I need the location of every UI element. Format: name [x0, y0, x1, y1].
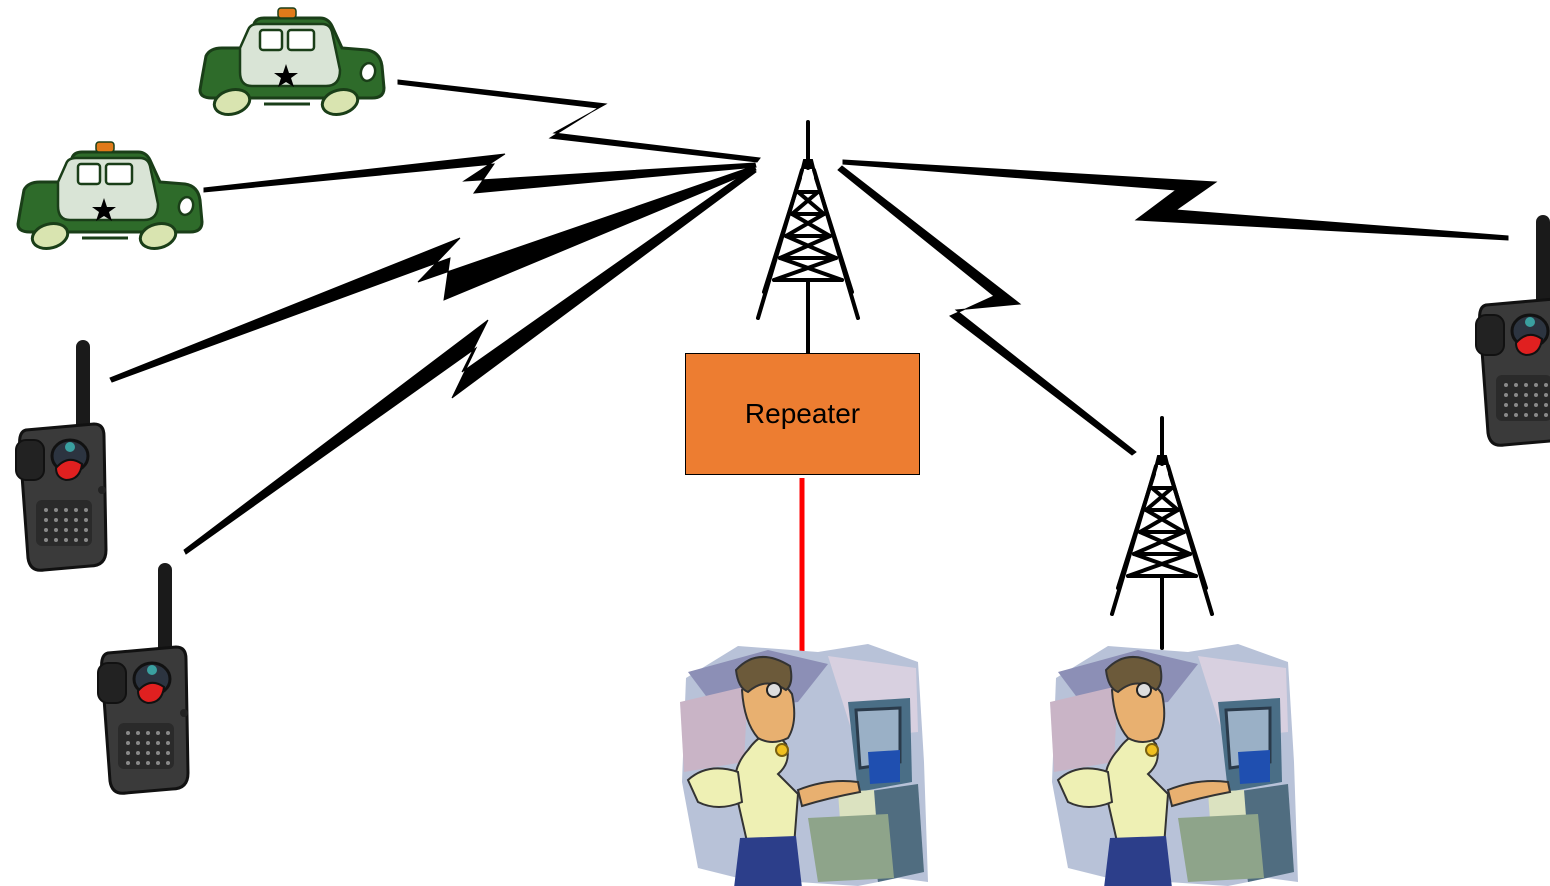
radio-tower-icon — [1110, 416, 1214, 650]
radio-link-radio-3 — [842, 159, 1509, 241]
radio-tower-icon — [756, 120, 860, 354]
radio-link-car-2 — [203, 153, 757, 194]
handheld-radio-icon — [1474, 213, 1550, 447]
police-car-icon — [16, 140, 204, 254]
repeater-box: Repeater — [685, 353, 920, 475]
dispatcher-icon — [1048, 642, 1300, 886]
radio-link-car-1 — [397, 79, 761, 163]
radio-link-remote-tower — [837, 165, 1137, 456]
handheld-radio-icon — [96, 561, 190, 795]
police-car-icon — [198, 6, 386, 120]
dispatcher-icon — [678, 642, 930, 886]
radio-link-radio-1 — [109, 165, 757, 383]
repeater-label: Repeater — [744, 398, 861, 429]
handheld-radio-icon — [14, 338, 108, 572]
radio-link-radio-2 — [183, 167, 757, 555]
